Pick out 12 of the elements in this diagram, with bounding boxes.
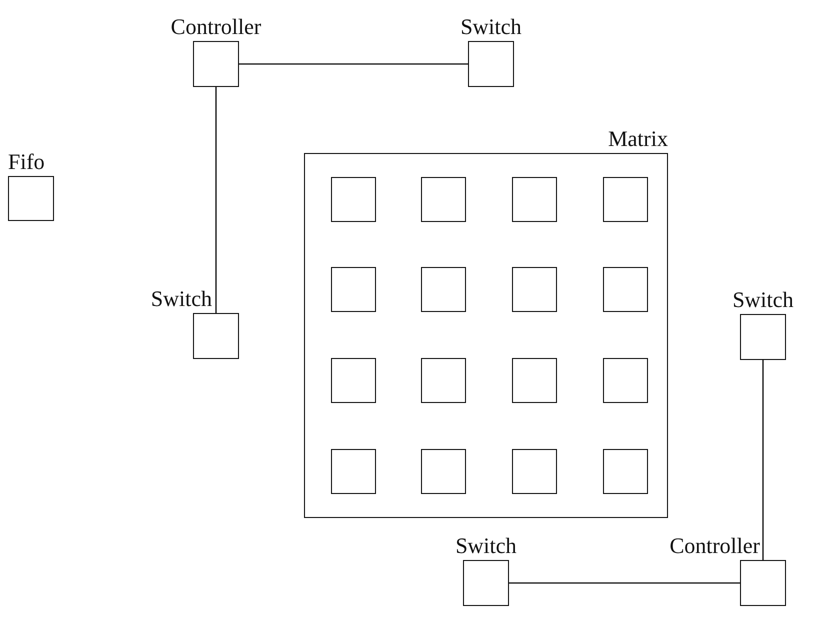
node-label: Switch	[455, 534, 517, 558]
connector-line	[509, 582, 740, 584]
node-label: Switch	[732, 288, 794, 312]
node-label: Switch	[150, 286, 212, 311]
node-label: Controller	[170, 14, 262, 39]
node-label: Matrix	[608, 126, 668, 151]
node-label: Fifo	[8, 150, 45, 174]
connector-line	[239, 63, 468, 65]
node-label: Controller	[670, 534, 760, 558]
node-label: Switch	[460, 14, 522, 39]
connector-line	[215, 87, 217, 313]
connector-line	[762, 360, 764, 560]
